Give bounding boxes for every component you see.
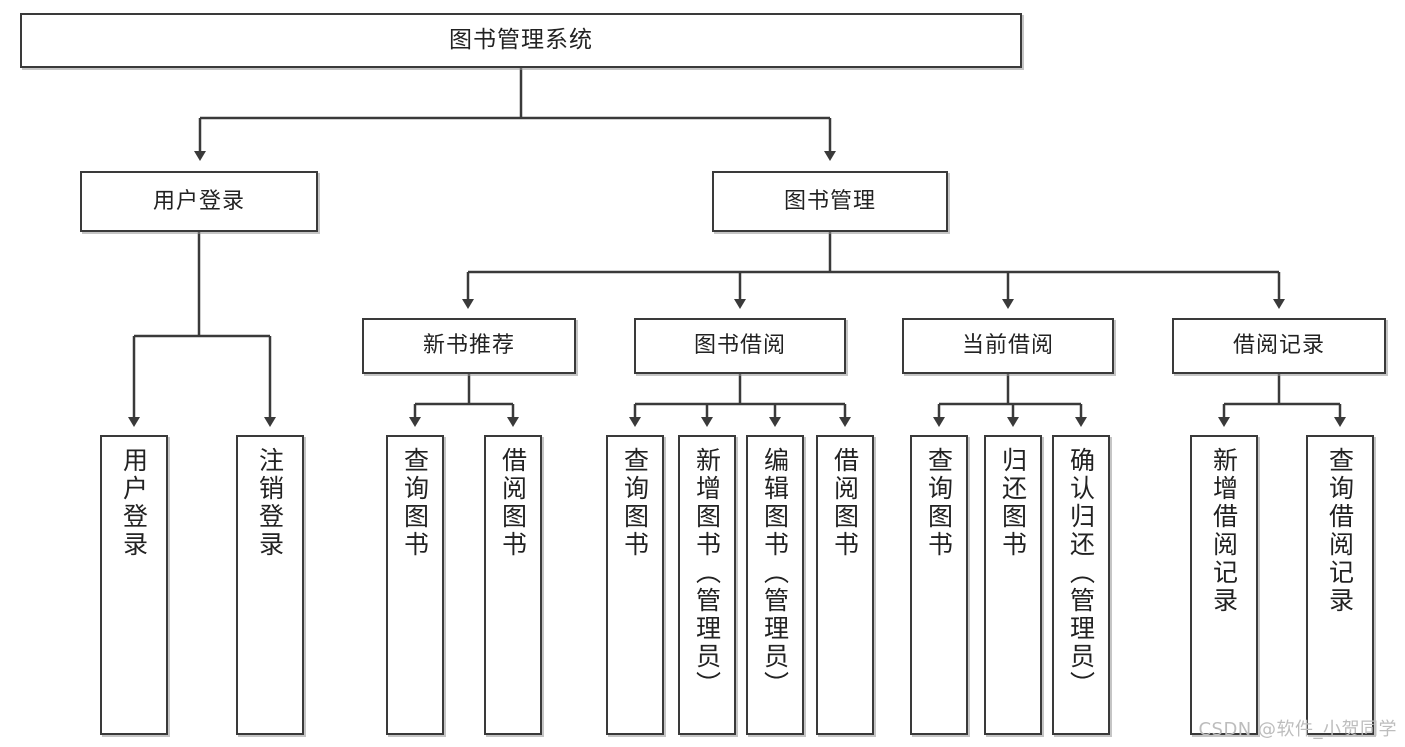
node-book-borrow[interactable]: 图书借阅 [634,318,846,374]
leaf-current-query-book-label: 查询图书 [924,447,954,559]
leaf-borrow-add-book-label: 新增图书（管理员） [692,447,722,699]
leaf-current-return-book-label: 归还图书 [998,447,1028,559]
leaf-current-confirm-return[interactable]: 确认归还（管理员） [1052,435,1110,735]
node-new-book-recommend-label: 新书推荐 [422,333,515,359]
leaf-record-add[interactable]: 新增借阅记录 [1190,435,1258,735]
leaf-current-confirm-return-label: 确认归还（管理员） [1066,447,1096,699]
node-new-book-recommend[interactable]: 新书推荐 [362,318,576,374]
watermark: CSDN @软件_小贺同学 [1198,719,1397,740]
leaf-borrow-query-book-label: 查询图书 [620,447,650,559]
node-user-login[interactable]: 用户登录 [80,171,318,232]
leaf-newbook-borrow-book-label: 借阅图书 [498,447,528,559]
leaf-logout-label: 注销登录 [255,447,285,559]
leaf-borrow-lend-book-label: 借阅图书 [830,447,860,559]
leaf-borrow-edit-book-label: 编辑图书（管理员） [760,447,790,699]
node-current-borrow[interactable]: 当前借阅 [902,318,1114,374]
node-current-borrow-label: 当前借阅 [961,333,1054,359]
node-borrow-record-label: 借阅记录 [1232,333,1325,359]
leaf-borrow-edit-book[interactable]: 编辑图书（管理员） [746,435,804,735]
leaf-logout[interactable]: 注销登录 [236,435,304,735]
node-book-management[interactable]: 图书管理 [712,171,948,232]
node-user-login-label: 用户登录 [152,188,245,214]
leaf-newbook-borrow-book[interactable]: 借阅图书 [484,435,542,735]
leaf-record-query[interactable]: 查询借阅记录 [1306,435,1374,735]
node-book-management-label: 图书管理 [783,188,876,214]
node-root-label: 图书管理系统 [449,27,593,54]
leaf-user-login-label: 用户登录 [119,447,149,559]
node-book-borrow-label: 图书借阅 [693,333,786,359]
leaf-record-query-label: 查询借阅记录 [1325,447,1355,615]
leaf-user-login[interactable]: 用户登录 [100,435,168,735]
leaf-borrow-add-book[interactable]: 新增图书（管理员） [678,435,736,735]
leaf-borrow-query-book[interactable]: 查询图书 [606,435,664,735]
leaf-current-return-book[interactable]: 归还图书 [984,435,1042,735]
leaf-current-query-book[interactable]: 查询图书 [910,435,968,735]
leaf-record-add-label: 新增借阅记录 [1209,447,1239,615]
node-borrow-record[interactable]: 借阅记录 [1172,318,1386,374]
leaf-newbook-query-book[interactable]: 查询图书 [386,435,444,735]
leaf-newbook-query-book-label: 查询图书 [400,447,430,559]
node-root[interactable]: 图书管理系统 [20,13,1022,68]
leaf-borrow-lend-book[interactable]: 借阅图书 [816,435,874,735]
